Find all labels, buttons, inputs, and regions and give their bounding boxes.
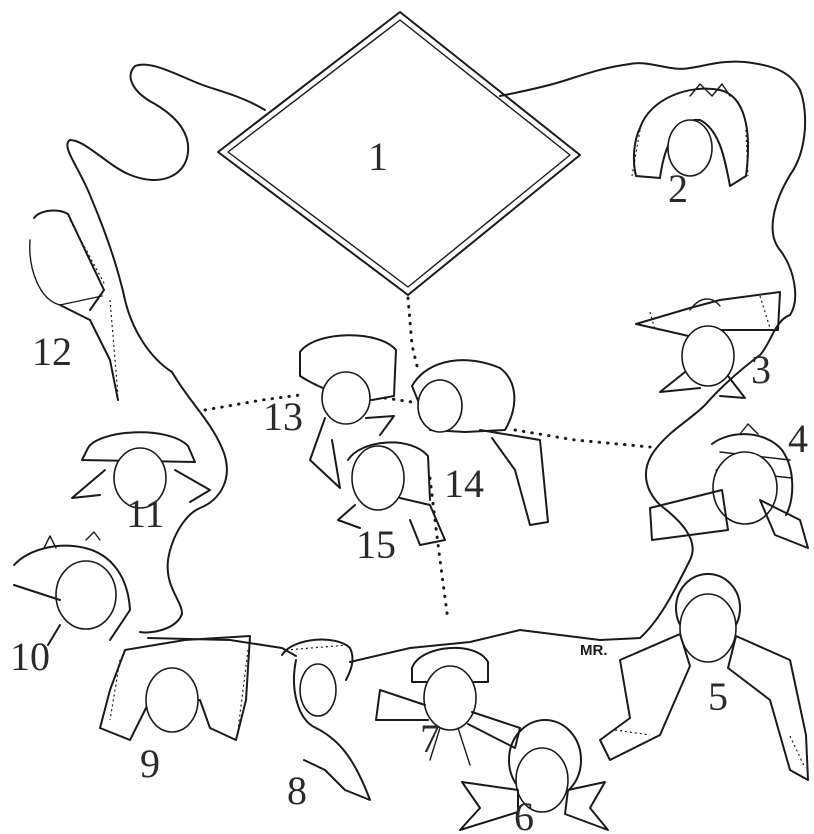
label-13: 13 <box>263 394 303 439</box>
headdress-figure-5 <box>600 574 808 780</box>
diamond-frame <box>218 12 580 295</box>
label-10: 10 <box>10 634 50 679</box>
label-5: 5 <box>708 674 728 719</box>
label-8: 8 <box>287 768 307 813</box>
headdress-figure-9 <box>100 636 250 740</box>
headdress-figure-7 <box>376 648 520 765</box>
label-2: 2 <box>668 166 688 211</box>
headdress-figure-2 <box>632 84 748 186</box>
label-15: 15 <box>356 522 396 567</box>
label-1: 1 <box>368 134 388 179</box>
label-12: 12 <box>32 329 72 374</box>
label-14: 14 <box>444 461 484 506</box>
artist-signature: MR. <box>580 642 608 659</box>
label-6: 6 <box>514 794 534 834</box>
headdress-figure-4 <box>650 424 808 548</box>
label-4: 4 <box>788 416 808 461</box>
label-3: 3 <box>751 347 771 392</box>
headdress-figure-10 <box>14 532 130 645</box>
label-7: 7 <box>420 716 440 761</box>
label-9: 9 <box>140 741 160 786</box>
headdress-figure-6 <box>460 720 608 830</box>
label-11: 11 <box>126 491 165 536</box>
